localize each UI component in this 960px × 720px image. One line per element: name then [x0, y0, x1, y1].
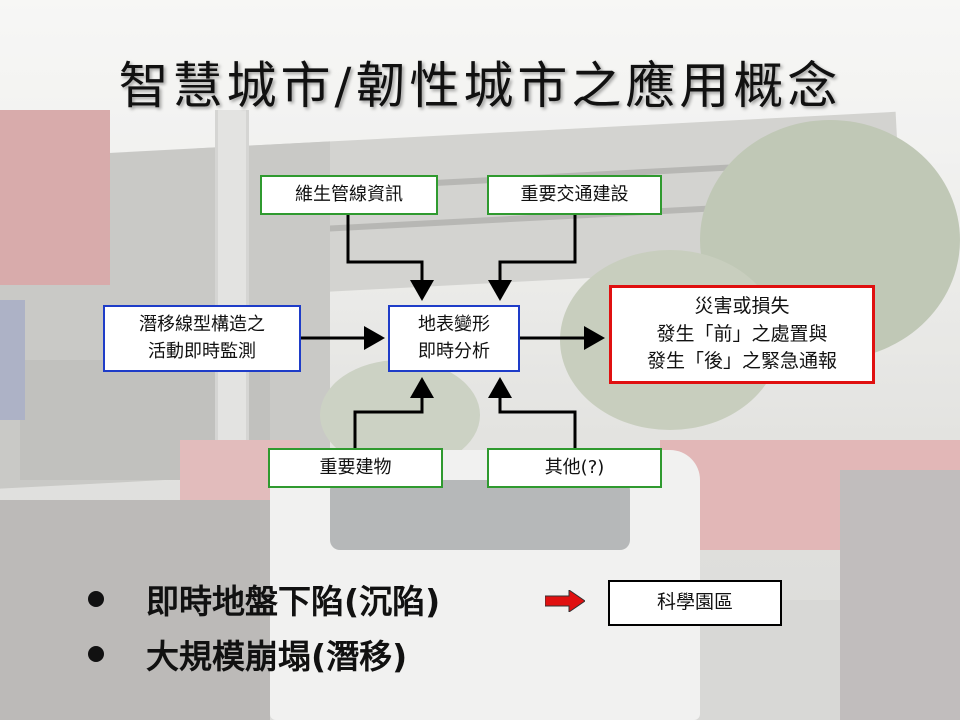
crowd	[0, 500, 270, 720]
arrow-traffic-to-center	[488, 215, 577, 301]
side-sign	[0, 300, 25, 420]
van-windshield	[330, 480, 630, 550]
box-outcome-line2: 發生「前」之處置與	[656, 322, 828, 345]
bullet-item-landslide: 大規模崩塌(潛移)	[88, 630, 407, 678]
box-center-line1: 地表變形	[418, 314, 490, 336]
shop-sign	[0, 110, 110, 285]
box-important-buildings: 重要建物	[268, 448, 443, 488]
box-outcome-line3: 發生「後」之緊急通報	[646, 350, 837, 373]
bullet-item-subsidence: 即時地盤下陷(沉陷)	[88, 575, 440, 623]
box-center-line2: 即時分析	[418, 340, 490, 362]
box-lifeline-info: 維生管線資訊	[260, 175, 438, 215]
bullet-text-2: 大規模崩塌(潛移)	[146, 637, 408, 676]
bullet-dot-icon	[88, 646, 104, 662]
box-traffic-label: 重要交通建設	[520, 183, 629, 205]
arrow-other-to-center	[488, 377, 577, 448]
box-other-label: 其他(?)	[544, 456, 605, 478]
box-park-label: 科學園區	[656, 591, 733, 614]
box-traffic-infrastructure: 重要交通建設	[487, 175, 662, 215]
crowd	[840, 470, 960, 720]
arrow-building-to-center	[353, 377, 434, 448]
bullet-dot-icon	[88, 591, 104, 607]
box-building-label: 重要建物	[319, 456, 392, 478]
crane-mast	[215, 110, 249, 480]
box-science-park: 科學園區	[608, 580, 782, 626]
slide-title: 智慧城市/韌性城市之應用概念	[118, 57, 842, 115]
box-creep-line2: 活動即時監測	[148, 340, 256, 362]
bullet-text-1: 即時地盤下陷(沉陷)	[146, 582, 441, 621]
box-other: 其他(?)	[487, 448, 662, 488]
box-creep-line1: 潛移線型構造之	[139, 314, 265, 336]
box-lifeline-label: 維生管線資訊	[295, 183, 403, 205]
box-deformation-analysis: 地表變形 即時分析	[388, 305, 520, 372]
arrow-lifeline-to-center	[346, 215, 434, 301]
box-disaster-outcome: 災害或損失 發生「前」之處置與 發生「後」之緊急通報	[609, 285, 875, 384]
box-creep-monitoring: 潛移線型構造之 活動即時監測	[103, 305, 301, 372]
box-outcome-line1: 災害或損失	[694, 295, 790, 318]
red-arrow-icon	[545, 590, 585, 612]
